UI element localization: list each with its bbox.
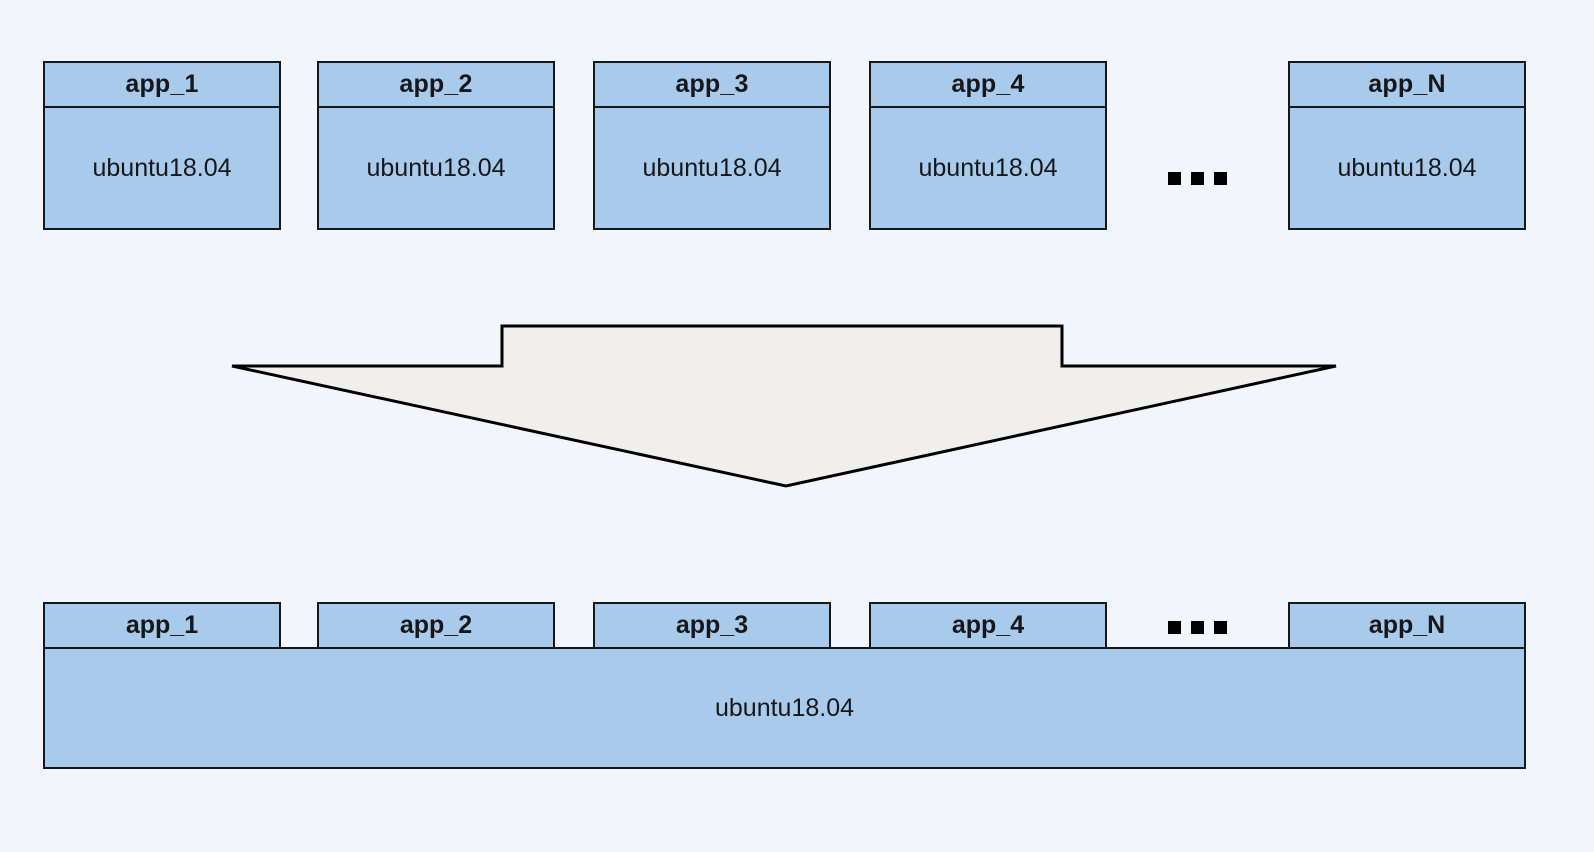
top-row-ellipsis-icon xyxy=(1168,172,1227,185)
vm-box-app-4-title: app_4 xyxy=(871,63,1105,108)
vm-box-app-4: app_4 ubuntu18.04 xyxy=(869,61,1107,230)
vm-box-app-2-os: ubuntu18.04 xyxy=(319,108,553,228)
app-tab-app-4: app_4 xyxy=(869,602,1107,649)
vm-box-app-4-os: ubuntu18.04 xyxy=(871,108,1105,228)
app-tab-app-2: app_2 xyxy=(317,602,555,649)
vm-box-app-3: app_3 ubuntu18.04 xyxy=(593,61,831,230)
app-tab-app-n-label: app_N xyxy=(1368,611,1446,639)
vm-box-app-2: app_2 ubuntu18.04 xyxy=(317,61,555,230)
bottom-row-ellipsis-icon xyxy=(1168,621,1227,634)
app-tab-app-3: app_3 xyxy=(593,602,831,649)
vm-box-app-3-os-label: ubuntu18.04 xyxy=(642,153,782,182)
down-arrow-icon xyxy=(230,318,1338,494)
app-tab-app-n: app_N xyxy=(1288,602,1526,649)
app-tab-app-1: app_1 xyxy=(43,602,281,649)
vm-box-app-1-title: app_1 xyxy=(45,63,279,108)
shared-os-slab: ubuntu18.04 xyxy=(43,647,1526,769)
vm-box-app-n-os: ubuntu18.04 xyxy=(1290,108,1524,228)
vm-box-app-4-title-label: app_4 xyxy=(951,70,1025,98)
app-tab-app-1-label: app_1 xyxy=(125,611,199,639)
vm-box-app-3-title: app_3 xyxy=(595,63,829,108)
vm-box-app-2-title: app_2 xyxy=(319,63,553,108)
vm-box-app-4-os-label: ubuntu18.04 xyxy=(918,153,1058,182)
vm-box-app-n-os-label: ubuntu18.04 xyxy=(1337,153,1477,182)
vm-box-app-1-os: ubuntu18.04 xyxy=(45,108,279,228)
vm-box-app-3-title-label: app_3 xyxy=(675,70,749,98)
vm-box-app-2-title-label: app_2 xyxy=(399,70,473,98)
vm-box-app-2-os-label: ubuntu18.04 xyxy=(366,153,506,182)
vm-box-app-1-os-label: ubuntu18.04 xyxy=(92,153,232,182)
vm-box-app-3-os: ubuntu18.04 xyxy=(595,108,829,228)
vm-box-app-n-title-label: app_N xyxy=(1368,70,1446,98)
vm-box-app-1-title-label: app_1 xyxy=(125,70,199,98)
vm-box-app-n: app_N ubuntu18.04 xyxy=(1288,61,1526,230)
app-tab-app-3-label: app_3 xyxy=(675,611,749,639)
app-tab-app-2-label: app_2 xyxy=(399,611,473,639)
vm-box-app-n-title: app_N xyxy=(1290,63,1524,108)
vm-box-app-1: app_1 ubuntu18.04 xyxy=(43,61,281,230)
shared-os-label: ubuntu18.04 xyxy=(714,693,855,722)
app-tab-app-4-label: app_4 xyxy=(951,611,1025,639)
